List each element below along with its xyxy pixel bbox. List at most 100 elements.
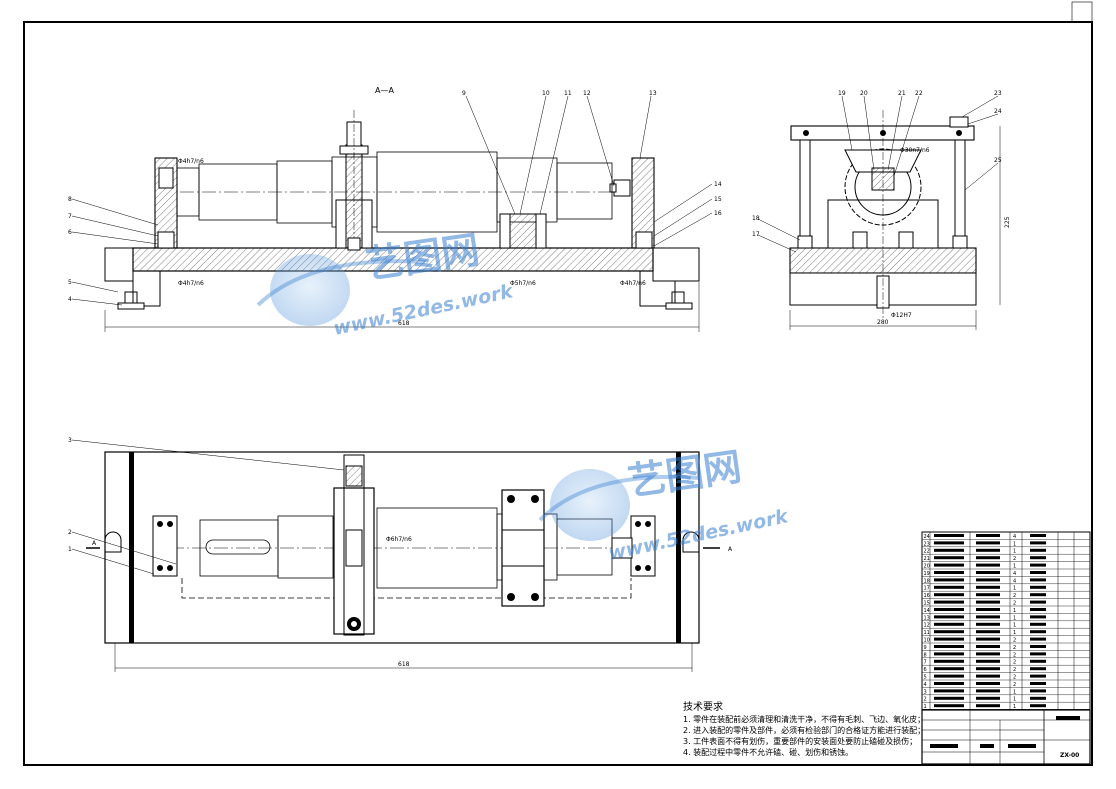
bom-redacted-name: [976, 645, 1000, 648]
bom-row-number: 19: [924, 571, 930, 577]
bom-redacted-material: [1030, 534, 1046, 537]
section-marker-right: A: [728, 546, 733, 553]
bom-redacted-material: [1030, 548, 1046, 552]
callout-23: 23: [994, 90, 1002, 97]
bom-redacted-code: [934, 667, 964, 671]
bom-redacted-material: [1030, 593, 1046, 597]
bom-row-number: 11: [924, 630, 930, 636]
bom-redacted-code: [934, 659, 964, 663]
callout-24: 24: [994, 108, 1002, 115]
callout-4: 4: [68, 296, 72, 303]
bom-redacted-name: [976, 630, 1000, 634]
bom-redacted-material: [1030, 630, 1046, 634]
sheet-border: [23, 21, 1093, 766]
bom-row-qty: 2: [1013, 638, 1016, 644]
callout-8: 8: [68, 196, 72, 203]
bom-row-qty: 1: [1013, 608, 1016, 614]
bom-redacted-name: [976, 652, 1000, 656]
bom-row-number: 9: [924, 645, 927, 651]
section-width-dim: 618: [398, 320, 410, 327]
bom-redacted-code: [934, 645, 964, 648]
tech-req-item-4: 4. 装配过程中零件不允许磕、碰、划伤和锈蚀。: [683, 747, 853, 757]
bom-redacted-material: [1030, 637, 1046, 641]
bom-row-number: 24: [924, 534, 930, 540]
bom-redacted-code: [934, 571, 964, 574]
callout-3: 3: [68, 437, 72, 444]
bom-redacted-code: [934, 600, 964, 604]
bom-redacted-name: [976, 600, 1000, 604]
bom-row-qty: 2: [1013, 652, 1016, 658]
technical-requirements: 技术要求 1. 零件在装配前必须清理和清洗干净，不得有毛刺、飞边、氧化皮； 2.…: [683, 700, 925, 757]
bom-row-number: 6: [924, 667, 927, 673]
bom-redacted-code: [934, 534, 964, 537]
bom-row-number: 8: [924, 652, 927, 658]
bom-row-number: 17: [924, 586, 930, 592]
callout-21: 21: [898, 90, 906, 97]
bom-redacted-code: [934, 622, 964, 626]
bom-row-qty: 2: [1013, 667, 1016, 673]
callout-11: 11: [564, 90, 572, 97]
bom-row-number: 5: [924, 675, 927, 681]
bom-redacted-name: [976, 637, 1000, 641]
bom-redacted-name: [976, 659, 1000, 663]
bom-redacted-material: [1030, 689, 1046, 693]
bom-row-qty: 2: [1013, 660, 1016, 666]
bom-redacted-name: [976, 608, 1000, 611]
bom-redacted-material: [1030, 571, 1046, 574]
bom-row-qty: 1: [1013, 697, 1016, 703]
tech-req-item-2: 2. 进入装配的零件及部件，必须有检验部门的合格证方能进行装配；: [683, 725, 925, 735]
bom-redacted-code: [934, 689, 964, 693]
bom-redacted-code: [934, 682, 964, 685]
bom-row-qty: 1: [1013, 689, 1016, 695]
bom-redacted-material: [1030, 667, 1046, 671]
bom-redacted-name: [976, 615, 1000, 619]
callout-16: 16: [714, 210, 722, 217]
bom-redacted-material: [1030, 682, 1046, 685]
bom-redacted-name: [976, 622, 1000, 626]
bom-redacted-name: [976, 578, 1000, 582]
bom-redacted-material: [1030, 541, 1046, 545]
bom-redacted-name: [976, 593, 1000, 597]
bom-row-number: 15: [924, 601, 930, 607]
bom-redacted-material: [1030, 622, 1046, 626]
side-view: 280 225 Φ30n7/n6 Φ12H7 19 20 21 22 23 24…: [752, 90, 1011, 330]
bom-redacted-code: [934, 615, 964, 619]
callout-18: 18: [752, 215, 760, 222]
callout-13: 13: [649, 90, 657, 97]
bom-row-number: 2: [924, 697, 927, 703]
bom-row-qty: 1: [1013, 549, 1016, 555]
bom-row-number: 16: [924, 593, 930, 599]
bom-redacted-name: [976, 571, 1000, 574]
bom-redacted-code: [934, 541, 964, 545]
bom-row-qty: 1: [1013, 704, 1016, 710]
callout-20: 20: [860, 90, 868, 97]
callout-2: 2: [68, 529, 72, 536]
bom-row-number: 12: [924, 623, 930, 629]
shaft-workpiece: [176, 151, 613, 233]
bom-redacted-material: [1030, 615, 1046, 619]
watermark-left: 艺图网 www.52des.work: [256, 227, 516, 340]
bom-row-qty: 1: [1013, 615, 1016, 621]
bom-row-number: 4: [924, 682, 927, 688]
bom-row-qty: 1: [1013, 564, 1016, 570]
bom-row-qty: 2: [1013, 556, 1016, 562]
bom-redacted-material: [1030, 704, 1046, 708]
bom-redacted-material: [1030, 659, 1046, 663]
callout-19: 19: [838, 90, 846, 97]
bom-redacted-code: [934, 548, 964, 552]
bom-row-number: 3: [924, 689, 927, 695]
fit-middle: Φ5h7/n6: [510, 280, 536, 287]
bom-row-qty: 2: [1013, 601, 1016, 607]
bom-redacted-code: [934, 652, 964, 656]
bom-redacted-code: [934, 585, 964, 589]
bom-row-qty: 2: [1013, 682, 1016, 688]
bom-redacted-material: [1030, 652, 1046, 656]
fit-side-bottom: Φ12H7: [891, 312, 912, 319]
bom-redacted-code: [934, 637, 964, 641]
bom-row-qty: 2: [1013, 675, 1016, 681]
bom-redacted-code: [934, 704, 964, 708]
bom-redacted-material: [1030, 645, 1046, 648]
callout-14: 14: [714, 181, 722, 188]
bom-row-number: 23: [924, 541, 930, 547]
